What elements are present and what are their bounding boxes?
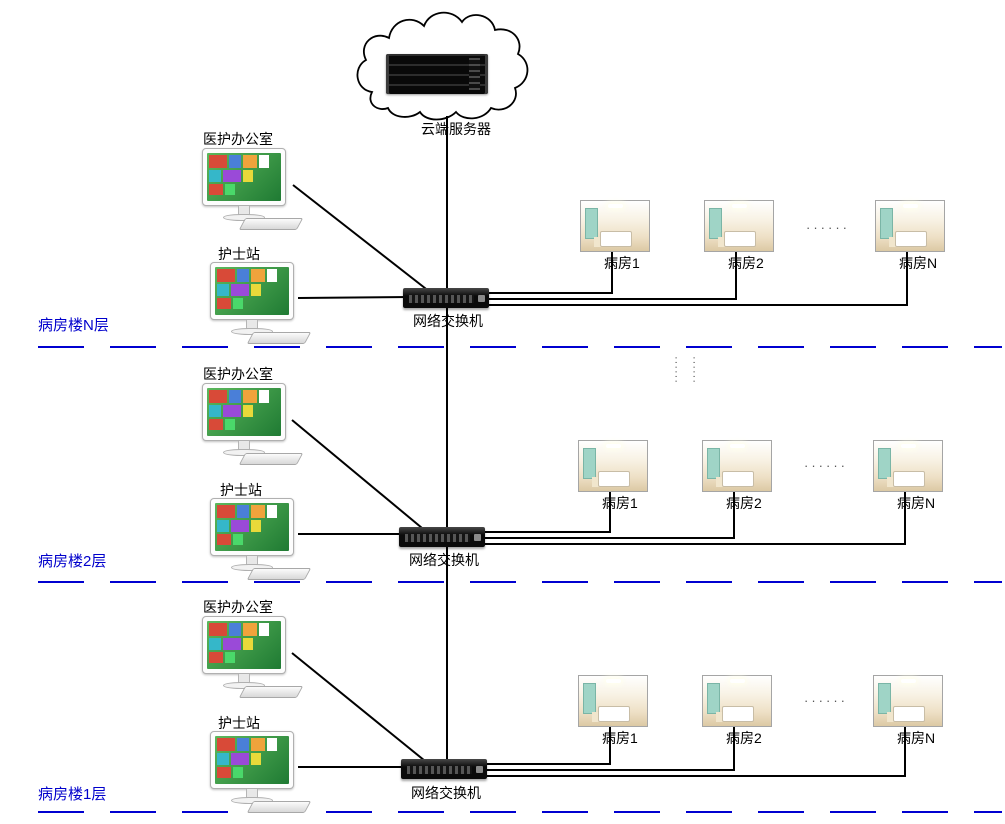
wire-office-to-switch-floor-2 [291,419,429,534]
wire-office-to-switch-floor-n [292,184,431,293]
ward-label-2-floor-n: 病房2 [728,255,764,271]
network-switch-floor-n [403,288,489,308]
nurse-station-label-floor-n: 护士站 [218,246,260,262]
nurse-station-label-floor-1: 护士站 [218,715,260,731]
ward-photo-2-floor-2 [702,440,772,492]
pc-screen [202,616,286,674]
ward-label-n-floor-1: 病房N [897,730,936,746]
wire-switch-to-ward2-floor-n [489,252,737,300]
ward-ellipsis-floor-1: ······ [804,693,848,708]
nurse-station-label-floor-2: 护士站 [220,482,262,498]
pc-keyboard [246,568,312,580]
ward-ceiling-light [730,678,746,683]
windows-start-screen [207,621,281,669]
pc-keyboard [246,332,312,344]
cloud-server-device [386,54,488,94]
wire-switch-to-ward1-floor-1 [487,727,611,765]
ward-ellipsis-floor-2: ······ [804,458,848,473]
ward-photo-n-floor-n [875,200,945,252]
switch-logo [474,534,481,541]
pc-keyboard [238,453,304,465]
switch-label-floor-1: 网络交换机 [411,785,481,801]
ward-ceiling-light [608,203,624,208]
wire-switch-to-ward2-floor-1 [487,727,735,771]
ward-ceiling-light [903,203,919,208]
switch-ports [409,295,474,303]
ward-ceiling-light [901,678,917,683]
ward-photo-n-floor-1 [873,675,943,727]
ward-photo-n-floor-2 [873,440,943,492]
ward-ceiling-light [901,443,917,448]
ward-ceiling-light [606,443,622,448]
wire-switch-to-wardn-floor-n [489,252,908,306]
ward-label-2-floor-1: 病房2 [726,730,762,746]
wire-switch-to-ward1-floor-n [489,252,613,294]
office-label-floor-2: 医护办公室 [203,366,273,382]
windows-start-screen [215,503,289,551]
ward-photo-1-floor-1 [578,675,648,727]
ward-photo-2-floor-1 [702,675,772,727]
office-pc-floor-n [202,148,304,232]
network-switch-floor-2 [399,527,485,547]
vertical-dots-column: ······ [670,356,682,384]
wire-nurse-to-switch-floor-n [297,296,413,299]
ward-label-1-floor-1: 病房1 [602,730,638,746]
wire-switch-to-ward2-floor-2 [485,492,735,539]
pc-screen [210,262,294,320]
ward-label-1-floor-2: 病房1 [602,495,638,511]
windows-start-screen [207,388,281,436]
pc-keyboard [238,218,304,230]
wire-switch-to-wardn-floor-2 [485,492,906,545]
wire-switch-to-wardn-floor-1 [487,727,906,777]
pc-screen [202,148,286,206]
pc-screen [210,498,294,556]
ward-ceiling-light [730,443,746,448]
pc-screen [210,731,294,789]
windows-start-screen [215,267,289,315]
switch-ports [405,534,470,542]
wire-switch-to-ward1-floor-2 [485,492,611,533]
office-pc-floor-2 [202,383,304,467]
ward-ellipsis-floor-n: ······ [806,220,850,235]
windows-start-screen [215,736,289,784]
floor-label-n: 病房楼N层 [38,317,109,334]
ward-label-n-floor-2: 病房N [897,495,936,511]
network-switch-floor-1 [401,759,487,779]
office-label-floor-n: 医护办公室 [203,131,273,147]
floor-label-2: 病房楼2层 [38,553,107,570]
office-pc-floor-1 [202,616,304,700]
nurse-pc-floor-n [210,262,312,346]
office-label-floor-1: 医护办公室 [203,599,273,615]
ward-ceiling-light [606,678,622,683]
vertical-dots-column: ······ [688,356,700,384]
floors-continuation-ellipsis: ······ ······ [670,356,700,384]
ward-label-n-floor-n: 病房N [899,255,938,271]
switch-label-floor-2: 网络交换机 [409,552,479,568]
switch-logo [476,766,483,773]
switch-ports [407,766,472,774]
ward-label-1-floor-n: 病房1 [604,255,640,271]
nurse-pc-floor-2 [210,498,312,582]
cloud-server-label: 云端服务器 [421,121,491,137]
windows-start-screen [207,153,281,201]
pc-keyboard [246,801,312,813]
pc-keyboard [238,686,304,698]
switch-label-floor-n: 网络交换机 [413,313,483,329]
nurse-pc-floor-1 [210,731,312,815]
ward-label-2-floor-2: 病房2 [726,495,762,511]
ward-photo-2-floor-n [704,200,774,252]
pc-screen [202,383,286,441]
ward-ceiling-light [732,203,748,208]
floor-label-1: 病房楼1层 [38,786,107,803]
wire-office-to-switch-floor-1 [291,652,431,766]
switch-logo [478,295,485,302]
ward-photo-1-floor-n [580,200,650,252]
ward-photo-1-floor-2 [578,440,648,492]
